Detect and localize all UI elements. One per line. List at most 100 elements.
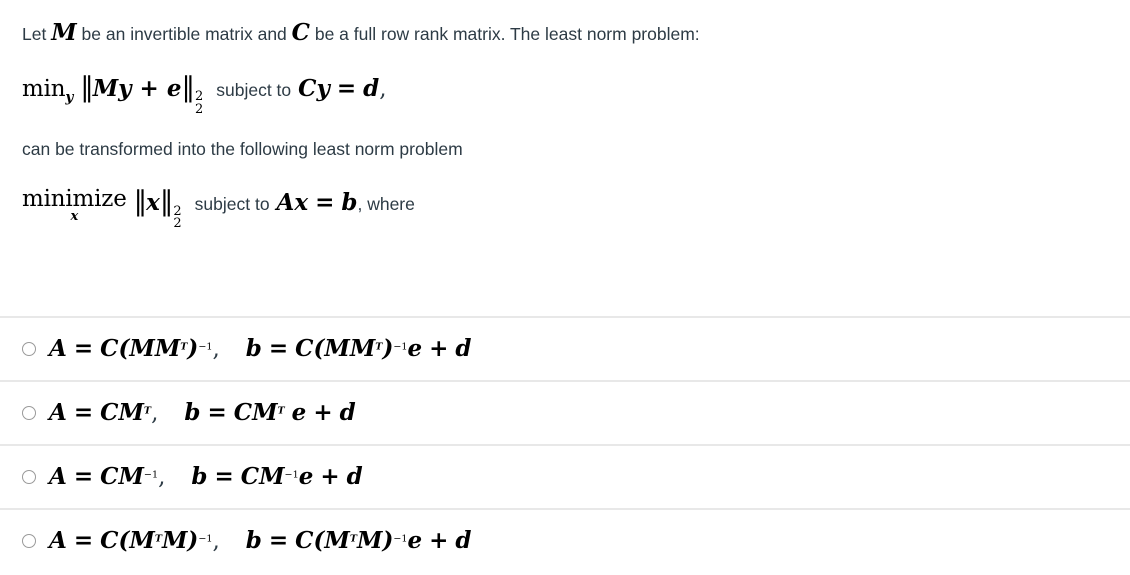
b-value-C: C — [233, 399, 253, 426]
b-tail-d: d — [346, 463, 363, 490]
b-value-C: C — [240, 463, 260, 490]
equals-sign: = — [73, 399, 94, 426]
b-value-power: −1 — [393, 341, 408, 353]
A-value-M: M — [118, 463, 144, 490]
norm-superscript: 2 — [173, 203, 182, 219]
min-operator: miny — [22, 76, 74, 106]
b-value-M: M — [259, 463, 285, 490]
b-transpose-exponent: T — [277, 405, 285, 417]
answer-option-c-formula: A=CM−1,b=CM−1e+d — [49, 465, 363, 489]
b-inverse-exponent: −1 — [284, 469, 299, 481]
b-inner-M2: M — [356, 527, 383, 554]
A-value-prefix: C( — [100, 527, 130, 554]
answer-option-a-formula: A=C(MMT)−1,b=C(MMT)−1e+d — [49, 337, 472, 361]
vector-b-label: b — [184, 399, 201, 426]
A-value-suffix: ) — [187, 527, 199, 554]
b-value-prefix: C( — [295, 335, 325, 362]
constraint-rhs: d — [363, 75, 380, 102]
b-value-suffix: ) — [382, 335, 394, 362]
objective-expression: x — [146, 189, 160, 217]
b-value-suffix: ) — [382, 527, 394, 554]
subject-to-text: subject to — [194, 194, 270, 215]
equals-sign: = — [73, 463, 94, 490]
b-tail-e: e — [298, 463, 314, 490]
equals-sign: = — [207, 399, 227, 426]
b-value-power: −1 — [393, 533, 408, 545]
subject-to-text: subject to — [216, 80, 292, 100]
A-value-power: −1 — [198, 341, 213, 353]
A-value-C: C — [100, 399, 119, 426]
A-value-power: −1 — [198, 533, 213, 545]
stem-line-3: can be transformed into the following le… — [22, 139, 463, 160]
matrix-A-label: A — [49, 463, 67, 490]
norm-open-bars: ‖ — [133, 186, 147, 218]
separator-comma: , — [212, 528, 220, 554]
constraint-lhs: Cy — [298, 75, 330, 102]
A-inner-M2: M — [154, 335, 181, 362]
equals-sign: = — [268, 335, 289, 362]
A-inner-transpose: T — [180, 341, 188, 353]
equals-sign: = — [268, 527, 289, 554]
answer-option-d[interactable]: A=C(MTM)−1,b=C(MTM)−1e+d — [0, 508, 1130, 572]
b-tail-d: d — [339, 399, 356, 426]
A-inner-M1: M — [129, 335, 155, 362]
vector-b-label: b — [191, 463, 208, 490]
stem-text-c: be a full row rank matrix. The least nor… — [309, 24, 700, 44]
radio-button-option-a[interactable] — [22, 342, 36, 356]
vector-b-label: b — [245, 335, 262, 362]
A-value-C: C — [100, 463, 119, 490]
equals-sign: = — [214, 463, 234, 490]
matrix-A-label: A — [49, 335, 67, 362]
b-value-M: M — [252, 399, 278, 426]
A-inner-transpose: T — [154, 533, 162, 545]
norm-close-bars: ‖ — [181, 72, 194, 103]
equals-sign: = — [73, 527, 94, 554]
b-tail-d: d — [455, 335, 472, 362]
answer-option-d-formula: A=C(MTM)−1,b=C(MTM)−1e+d — [49, 529, 472, 553]
b-inner-transpose: T — [349, 533, 357, 545]
b-tail-e: e — [291, 399, 307, 426]
A-inner-M1: M — [129, 527, 155, 554]
radio-button-option-c[interactable] — [22, 470, 36, 484]
trailing-comma: , — [379, 76, 387, 102]
radio-button-option-b[interactable] — [22, 406, 36, 420]
plus-sign: + — [320, 463, 340, 490]
norm-superscript: 2 — [194, 89, 204, 105]
stem-line-1: Let M be an invertible matrix and C be a… — [22, 19, 1108, 46]
answer-option-c[interactable]: A=CM−1,b=CM−1e+d — [0, 444, 1130, 508]
vector-b-label: b — [245, 527, 262, 554]
plus-sign: + — [429, 335, 449, 362]
A-value-suffix: ) — [187, 335, 199, 362]
minimize-label: minimize — [22, 186, 127, 213]
separator-comma: , — [158, 464, 166, 490]
stem-text-a: Let — [22, 24, 52, 44]
equals-sign: = — [336, 75, 357, 102]
inline-var-C: C — [291, 19, 310, 46]
norm-subscript: 2 — [173, 215, 182, 231]
trailing-where-text: , where — [357, 194, 415, 215]
constraint-rhs: b — [341, 189, 358, 217]
matrix-A-label: A — [49, 399, 67, 426]
answer-option-a[interactable]: A=C(MMT)−1,b=C(MMT)−1e+d — [0, 316, 1130, 380]
b-value-prefix: C( — [295, 527, 325, 554]
b-inner-M1: M — [324, 335, 350, 362]
equals-sign: = — [73, 335, 94, 362]
radio-button-option-d[interactable] — [22, 534, 36, 548]
stem-text-b: be an invertible matrix and — [76, 24, 292, 44]
quiz-question-page: { "question": { "line1": { "part_a": "Le… — [0, 19, 1130, 575]
A-value-prefix: C( — [100, 335, 130, 362]
A-transpose-exponent: T — [143, 405, 152, 417]
A-value-M: M — [118, 399, 144, 426]
question-stem: Let M be an invertible matrix and C be a… — [0, 19, 1130, 230]
b-tail-d: d — [455, 527, 472, 554]
norm-subscript: 2 — [194, 101, 204, 117]
minimize-underset-x: x — [70, 209, 79, 225]
b-inner-M2: M — [349, 335, 376, 362]
